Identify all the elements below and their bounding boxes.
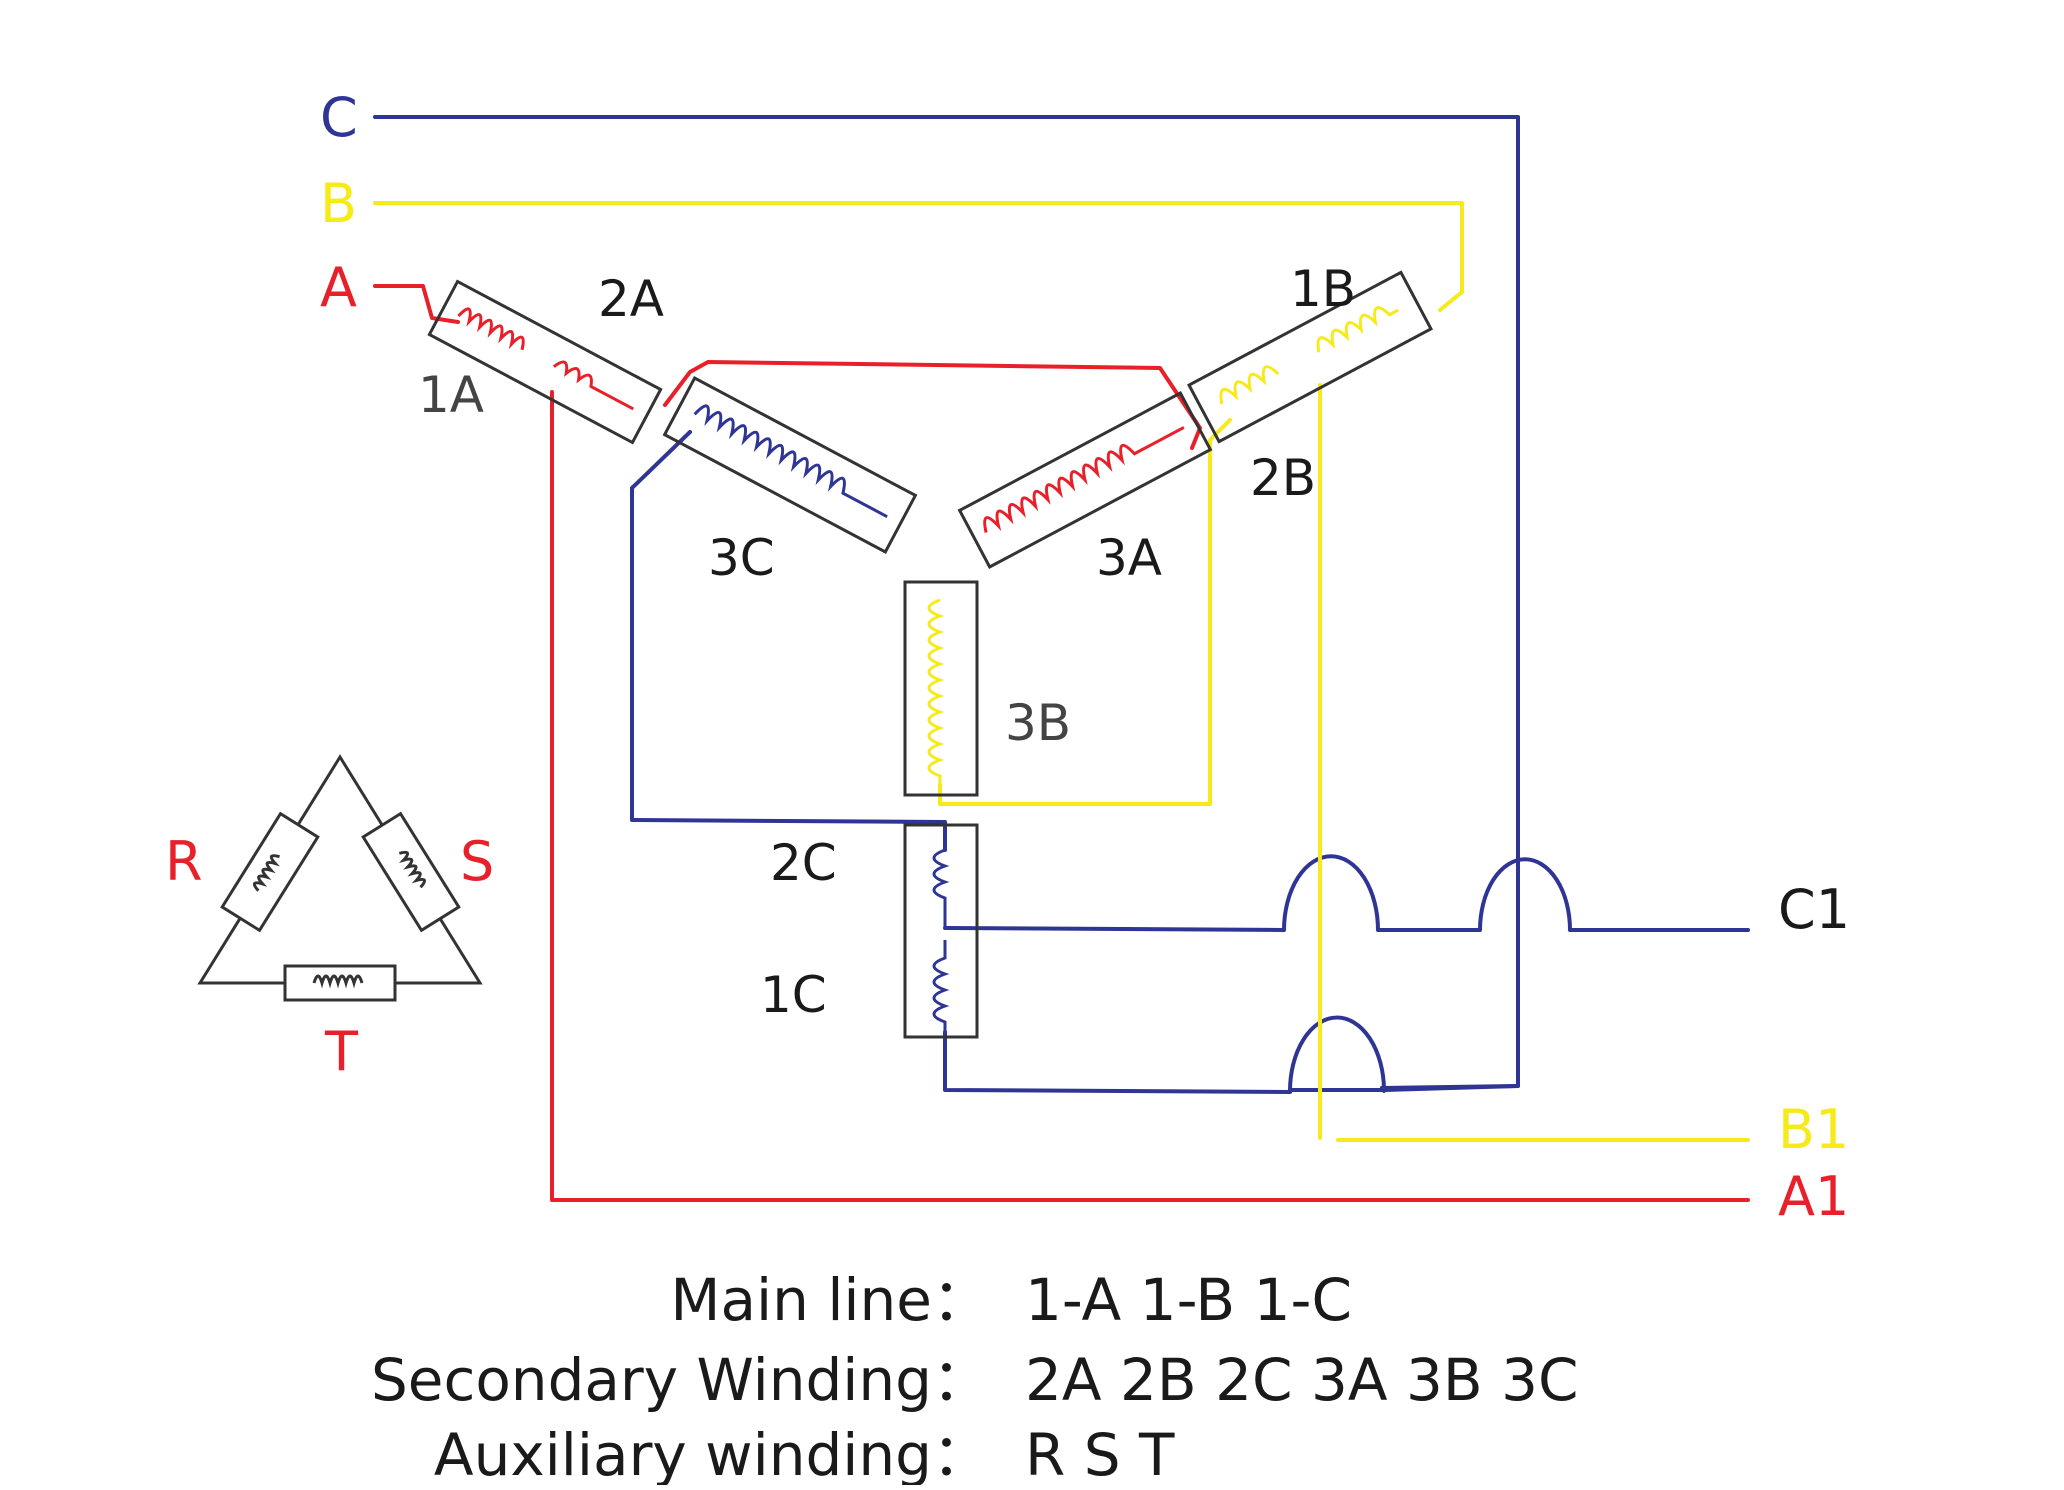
winding-1b-label: 1B [1290, 260, 1356, 318]
winding-3b-label: 3B [1005, 694, 1071, 752]
wire-phase-c-lower-bridge [1288, 1086, 1386, 1092]
wire-2b-to-3b [938, 418, 1232, 806]
coil-1b [1316, 306, 1399, 353]
winding-box-3b [903, 580, 979, 797]
legend-main-value: 1-A 1-B 1-C [1025, 1266, 1352, 1334]
aux-s-label: S [460, 830, 494, 893]
winding-1c-label: 1C [760, 966, 827, 1024]
winding-2a-label: 2A [598, 270, 664, 328]
winding-3c-label: 3C [708, 529, 775, 587]
wire-phase-b-main [373, 201, 1464, 312]
aux-box-r [220, 811, 320, 933]
winding-box-3c [662, 376, 918, 554]
coil-2b [1219, 365, 1280, 405]
terminal-a1-label: A1 [1778, 1165, 1849, 1228]
coil-t [312, 974, 364, 989]
coil-3b [927, 598, 945, 785]
winding-3a-label: 3A [1096, 529, 1162, 587]
wire-1c-bottom-to-right [943, 1015, 1520, 1094]
wire-phase-a-input [373, 284, 460, 324]
legend-auxiliary-label: Auxiliary winding： [434, 1421, 990, 1485]
terminal-b-label: B [320, 172, 357, 235]
coil-s [398, 850, 426, 889]
coil-r [252, 854, 280, 892]
wire-phase-a-down [550, 390, 1750, 1202]
coil-2a [552, 360, 634, 411]
aux-box-s [361, 811, 461, 933]
aux-delta-triangle [197, 754, 483, 985]
legend-secondary-value: 2A 2B 2C 3A 3B 3C [1025, 1346, 1579, 1414]
aux-t-label: T [324, 1020, 359, 1083]
coil-1a [457, 307, 525, 351]
winding-box-1b-2b [1186, 270, 1434, 444]
wire-3c-to-2c [630, 430, 947, 852]
wire-2a-to-3a [663, 360, 1202, 450]
aux-box-t [283, 964, 397, 1002]
legend-auxiliary-value: R S T [1025, 1421, 1175, 1485]
wire-c1-output [943, 854, 1750, 932]
coil-3c [693, 404, 888, 518]
winding-box-1a-2a [427, 279, 663, 445]
winding-box-2c-1c [903, 823, 979, 1039]
legend-secondary-label: Secondary Winding： [371, 1346, 990, 1414]
terminal-b1-label: B1 [1778, 1098, 1849, 1161]
terminal-a-label: A [320, 256, 357, 319]
aux-r-label: R [165, 830, 203, 893]
winding-1a-label: 1A [418, 366, 484, 424]
coil-2c [932, 835, 950, 928]
winding-2c-label: 2C [770, 834, 837, 892]
winding-box-3a [957, 391, 1213, 569]
winding-2b-label: 2B [1250, 449, 1316, 507]
terminal-c1-label: C1 [1778, 878, 1850, 941]
coil-1c [932, 940, 950, 1032]
legend-main-label: Main line： [670, 1266, 990, 1334]
terminal-c-label: C [320, 86, 358, 149]
coil-3a [983, 426, 1185, 533]
